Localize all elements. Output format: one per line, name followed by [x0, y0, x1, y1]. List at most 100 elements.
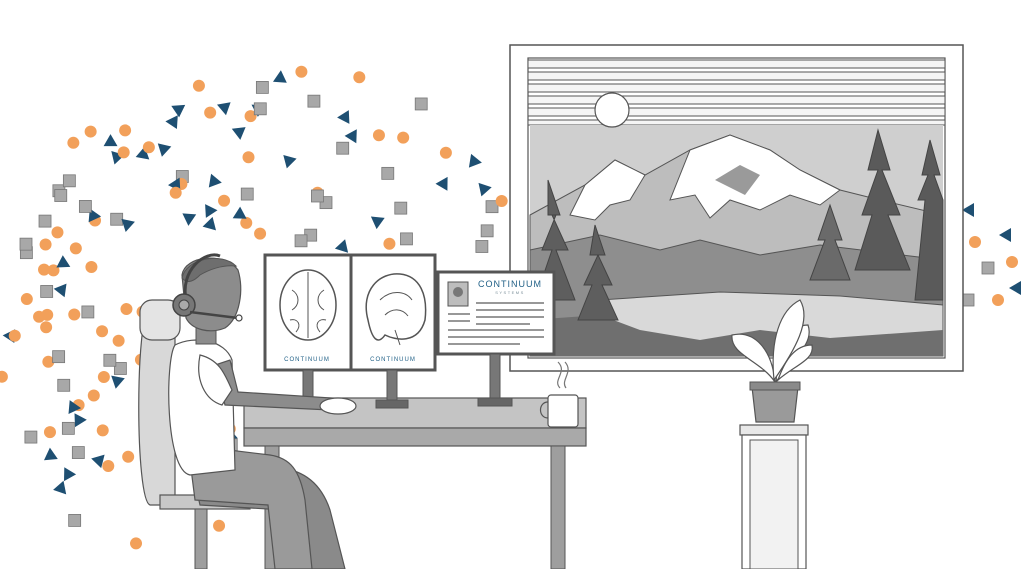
confetti-triangle	[135, 146, 150, 160]
confetti-square	[307, 94, 321, 108]
confetti-triangle	[111, 375, 125, 389]
confetti-circle	[42, 355, 55, 368]
confetti-triangle	[962, 203, 974, 217]
confetti-circle	[87, 389, 100, 402]
confetti-square	[40, 285, 54, 298]
confetti-triangle	[56, 255, 71, 268]
confetti-circle	[40, 321, 53, 334]
confetti-square	[394, 201, 408, 215]
confetti-triangle	[217, 102, 231, 116]
confetti-circle	[240, 216, 253, 229]
confetti-triangle	[68, 400, 82, 414]
confetti-square	[61, 421, 75, 435]
confetti-square	[38, 214, 52, 228]
confetti-circle	[439, 146, 452, 159]
confetti-square	[68, 514, 82, 527]
confetti-triangle	[74, 413, 87, 428]
confetti-square	[336, 141, 350, 155]
confetti-circle	[169, 186, 182, 199]
confetti-circle	[122, 450, 135, 463]
confetti-square	[253, 102, 267, 116]
confetti-triangle	[208, 173, 222, 188]
confetti-triangle	[273, 70, 287, 83]
confetti-triangle	[165, 115, 178, 129]
confetti-triangle	[283, 155, 297, 169]
confetti-triangle	[103, 134, 118, 147]
confetti-circle	[41, 308, 54, 321]
confetti-triangle	[344, 129, 357, 144]
confetti-square	[71, 446, 85, 459]
confetti-triangle	[182, 213, 197, 226]
confetti-circle	[383, 237, 396, 250]
landscape-scene	[529, 92, 944, 357]
confetti-circle	[97, 371, 110, 384]
confetti-circle	[117, 146, 130, 159]
monitor-3-tagline: SYSTEMS	[495, 290, 525, 295]
confetti-square	[414, 97, 428, 111]
confetti-circle	[142, 141, 155, 154]
confetti-square	[475, 240, 489, 253]
confetti-square	[240, 187, 254, 201]
monitor-1-brand: CONTINUUM	[284, 357, 330, 363]
confetti-triangle	[435, 176, 448, 191]
confetti-triangle	[337, 110, 350, 124]
confetti-triangle	[205, 204, 218, 218]
sun	[594, 92, 630, 128]
confetti-triangle	[44, 447, 58, 461]
confetti-square	[381, 166, 395, 180]
confetti-circle	[69, 242, 82, 255]
confetti-circle	[495, 195, 508, 208]
computer-mouse	[319, 397, 357, 415]
confetti-square	[78, 200, 92, 213]
confetti-circle	[96, 325, 109, 338]
confetti-circle	[119, 124, 132, 137]
confetti-triangle	[334, 239, 349, 253]
confetti-circle	[68, 308, 81, 321]
confetti-triangle	[232, 206, 247, 219]
confetti-square	[255, 81, 269, 94]
confetti-circle	[84, 125, 97, 138]
confetti-triangle	[231, 127, 246, 140]
confetti-circle	[0, 370, 8, 383]
potted-plant	[731, 299, 813, 423]
coffee-mug	[539, 361, 579, 428]
confetti-triangle	[53, 480, 67, 495]
confetti-circle	[67, 136, 80, 149]
confetti-triangle	[64, 467, 77, 482]
confetti-circle	[213, 519, 226, 532]
confetti-triangle	[202, 216, 216, 231]
confetti-circle	[353, 71, 366, 84]
confetti-square	[485, 200, 499, 214]
confetti-triangle	[370, 216, 385, 230]
confetti-square	[19, 237, 33, 251]
confetti-triangle	[121, 218, 135, 232]
confetti-circle	[38, 263, 51, 276]
plant-stand	[739, 424, 809, 569]
confetti-circle	[43, 426, 56, 439]
confetti-circle	[218, 194, 231, 207]
confetti-circle	[295, 65, 308, 78]
confetti-circle	[39, 238, 52, 251]
chair	[138, 299, 251, 569]
confetti-circle	[372, 129, 385, 142]
confetti-circle	[242, 151, 255, 164]
confetti-square	[311, 189, 324, 203]
confetti-circle	[8, 329, 21, 342]
confetti-circle	[130, 537, 143, 550]
confetti-circle	[96, 424, 109, 437]
monitor-2-brand: CONTINUUM	[370, 357, 416, 363]
monitor-brain-axial: CONTINUUM	[263, 253, 353, 401]
confetti-circle	[51, 226, 64, 239]
confetti-square	[52, 350, 66, 364]
confetti-circle	[120, 303, 133, 316]
confetti-square	[294, 234, 308, 248]
confetti-triangle	[1009, 281, 1021, 295]
confetti-square	[113, 362, 127, 375]
confetti-triangle	[91, 454, 105, 469]
confetti-square	[57, 378, 71, 392]
confetti-circle	[192, 79, 205, 92]
confetti-circle	[20, 293, 33, 306]
monitor-3-brand: CONTINUUM	[478, 279, 542, 289]
